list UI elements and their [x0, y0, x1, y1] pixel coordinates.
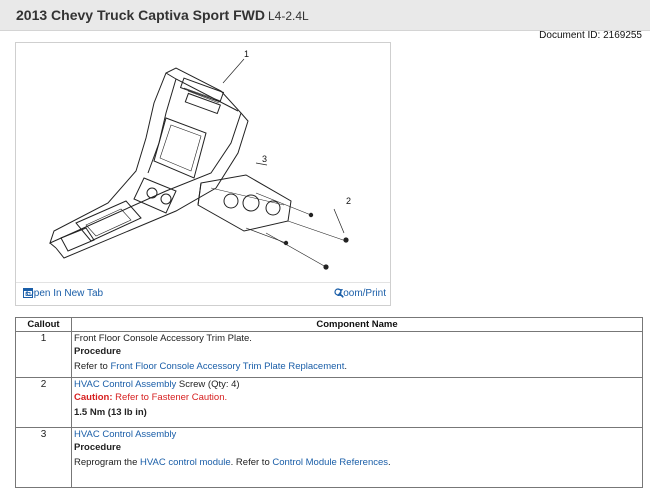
table-row: 1 Front Floor Console Accessory Trim Pla…	[15, 331, 643, 378]
procedure-label: Procedure	[74, 442, 121, 453]
control-module-references-link[interactable]: Control Module References	[272, 457, 389, 468]
component-name: HVAC Control Assembly Screw (Qty: 4)	[74, 379, 640, 391]
vehicle-title: 2013 Chevy Truck Captiva Sport FWD	[16, 7, 265, 23]
procedure-text: Refer to Front Floor Console Accessory T…	[74, 361, 640, 373]
callout-header: Callout	[15, 317, 72, 332]
refer-prefix: Refer to	[74, 361, 111, 372]
callout-cell: 3	[15, 427, 72, 488]
text-prefix: Reprogram the	[74, 457, 141, 468]
open-in-new-tab-label: Open In New Tab	[26, 288, 104, 299]
caution-label: Caution:	[74, 392, 113, 403]
table-row: 2 HVAC Control Assembly Screw (Qty: 4) C…	[15, 377, 643, 428]
component-cell: HVAC Control Assembly Procedure Reprogra…	[71, 427, 643, 488]
table-row: 3 HVAC Control Assembly Procedure Reprog…	[15, 427, 643, 488]
figure-footer: Open In New Tab Zoom/Print	[16, 282, 390, 305]
fastener-caution-link[interactable]: Refer to Fastener Caution.	[112, 392, 228, 403]
component-cell: HVAC Control Assembly Screw (Qty: 4) Cau…	[71, 377, 643, 428]
engine-label: L4-2.4L	[267, 9, 309, 23]
hvac-control-module-link[interactable]: HVAC control module	[140, 457, 231, 468]
procedure-label: Procedure	[74, 346, 121, 357]
caution-line: Caution: Refer to Fastener Caution.	[74, 392, 640, 404]
component-name-header: Component Name	[71, 317, 643, 332]
hvac-control-assembly-link[interactable]: HVAC Control Assembly	[74, 379, 177, 390]
refer-suffix: .	[344, 361, 347, 372]
procedure-text: Reprogram the HVAC control module. Refer…	[74, 457, 640, 469]
text-mid: . Refer to	[230, 457, 273, 468]
component-table: Callout Component Name 1 Front Floor Con…	[15, 317, 643, 488]
table-header-row: Callout Component Name	[15, 317, 643, 332]
component-name-suffix: Screw (Qty: 4)	[176, 379, 240, 390]
component-name: HVAC Control Assembly	[74, 429, 640, 441]
open-in-new-tab-link[interactable]: Open In New Tab	[23, 288, 103, 299]
callout-1-label: 1	[244, 49, 249, 59]
figure-panel: 1 2 3 Open In New Tab Zoom/Print	[15, 42, 391, 306]
text-suffix: .	[388, 457, 391, 468]
hvac-control-assembly-link[interactable]: HVAC Control Assembly	[74, 429, 177, 440]
callout-3-label: 3	[262, 154, 267, 164]
hvac-diagram: 1 2 3	[49, 49, 351, 270]
callout-cell: 2	[15, 377, 72, 428]
component-name: Front Floor Console Accessory Trim Plate…	[74, 333, 252, 344]
callout-2-label: 2	[346, 196, 351, 206]
zoom-print-label: Zoom/Print	[337, 288, 386, 299]
document-id: Document ID: 2169255	[539, 30, 642, 41]
zoom-print-link[interactable]: Zoom/Print	[334, 288, 386, 299]
callout-cell: 1	[15, 331, 72, 378]
trim-plate-replacement-link[interactable]: Front Floor Console Accessory Trim Plate…	[110, 361, 345, 372]
component-cell: Front Floor Console Accessory Trim Plate…	[71, 331, 643, 378]
torque-spec: 1.5 Nm (13 lb in)	[74, 407, 147, 418]
